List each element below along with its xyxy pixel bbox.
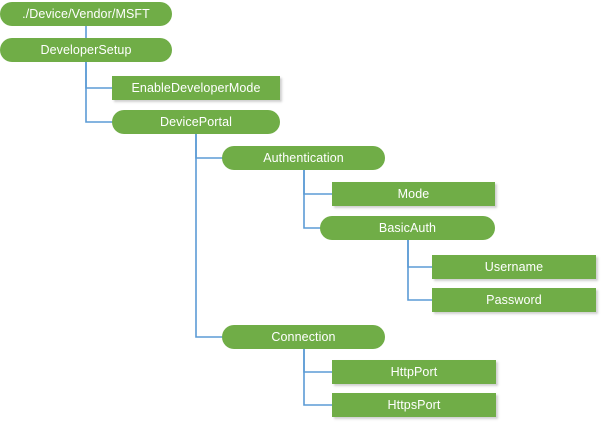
node-connection[interactable]: Connection	[222, 325, 385, 349]
connector-developersetup-to-enabledevelopermode	[85, 61, 113, 89]
node-label-mode: Mode	[397, 186, 430, 201]
node-label-authentication: Authentication	[263, 150, 344, 165]
connector-authentication-to-mode	[303, 169, 333, 195]
node-label-enabledevelopermode: EnableDeveloperMode	[131, 80, 261, 95]
connector-basicauth-to-username	[407, 239, 433, 268]
node-label-connection: Connection	[271, 329, 336, 344]
node-label-username: Username	[484, 259, 544, 274]
node-label-root: ./Device/Vendor/MSFT	[22, 6, 150, 21]
node-label-deviceportal: DevicePortal	[159, 114, 233, 129]
connector-connection-to-httpsport	[303, 348, 333, 406]
node-label-httpsport: HttpsPort	[387, 397, 441, 412]
node-enabledevelopermode[interactable]: EnableDeveloperMode	[112, 76, 280, 100]
node-label-developersetup: DeveloperSetup	[40, 42, 132, 57]
connector-deviceportal-to-authentication	[195, 133, 223, 159]
node-password[interactable]: Password	[432, 288, 596, 312]
node-httpsport[interactable]: HttpsPort	[332, 393, 496, 417]
node-label-password: Password	[486, 292, 542, 307]
node-label-httpport: HttpPort	[390, 364, 438, 379]
connector-basicauth-to-password	[407, 239, 433, 301]
node-label-basicauth: BasicAuth	[378, 220, 437, 235]
node-developersetup[interactable]: DeveloperSetup	[0, 38, 172, 62]
node-basicauth[interactable]: BasicAuth	[320, 216, 495, 240]
node-username[interactable]: Username	[432, 255, 596, 279]
node-httpport[interactable]: HttpPort	[332, 360, 496, 384]
node-root[interactable]: ./Device/Vendor/MSFT	[0, 2, 172, 26]
node-deviceportal[interactable]: DevicePortal	[112, 110, 280, 134]
connector-deviceportal-to-connection	[195, 133, 223, 338]
connector-connection-to-httpport	[303, 348, 333, 373]
node-mode[interactable]: Mode	[332, 182, 495, 206]
node-authentication[interactable]: Authentication	[222, 146, 385, 170]
connector-authentication-to-basicauth	[303, 169, 321, 229]
connector-developersetup-to-deviceportal	[85, 61, 113, 123]
